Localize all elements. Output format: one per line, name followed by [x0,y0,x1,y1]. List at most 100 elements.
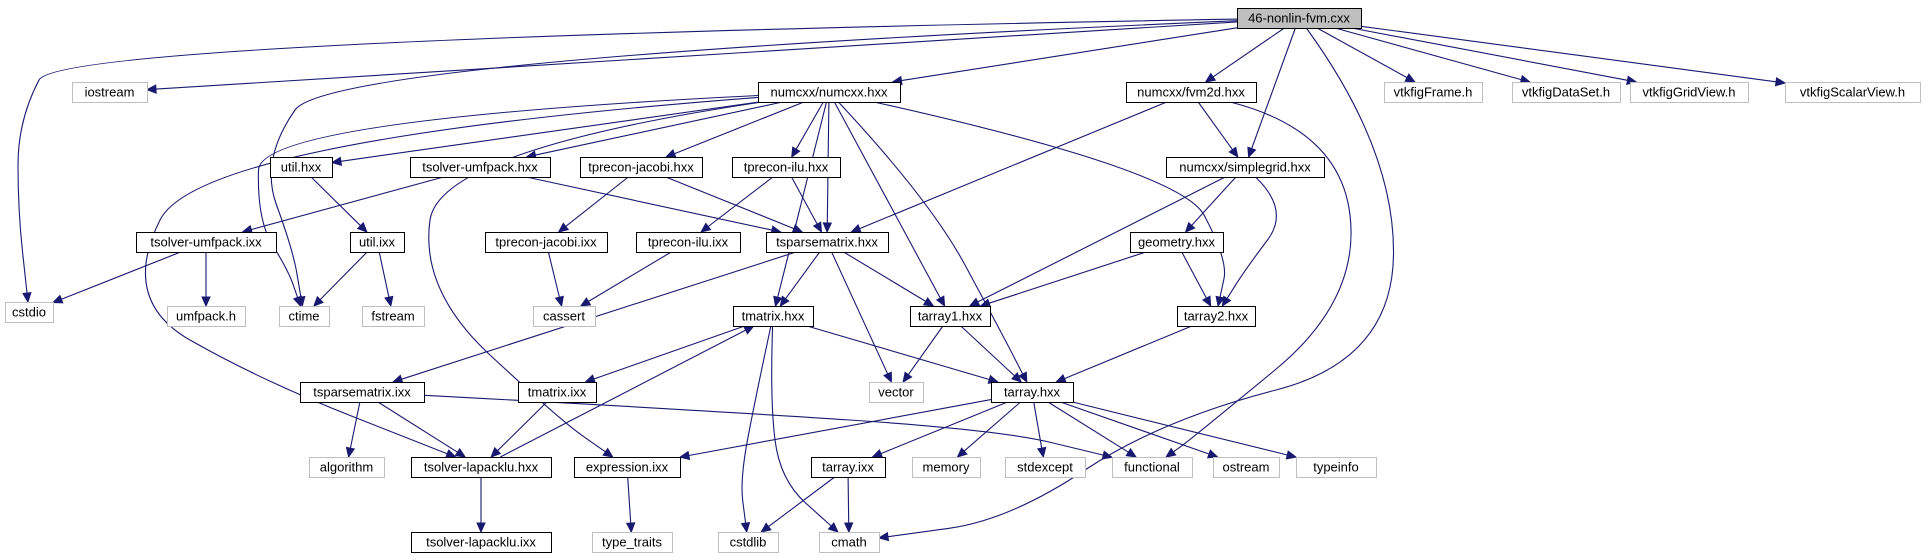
edge-line [707,176,774,227]
edge-arrowhead [935,295,946,308]
edge-line [270,20,1238,298]
edge-n9-to-n15 [310,176,368,233]
edge-line [963,401,1021,452]
edge-n3-to-n9 [330,101,759,166]
node-tarray-ixx[interactable]: tarray.ixx [811,457,886,478]
edge-n34-to-n43 [843,476,854,534]
edge-n14-to-n20 [201,252,211,308]
edge-n24-to-n28 [584,325,745,384]
node-tsolver-lapacklu-hxx[interactable]: tsolver-lapacklu.hxx [411,457,552,478]
node-box [991,382,1074,403]
node-label: type_traits [602,535,662,550]
edge-arrowhead [454,447,467,458]
edges-layer [17,18,1787,542]
edge-n3-to-n32 [144,96,759,458]
node-box [758,82,901,103]
node-box [912,457,981,478]
node-util-hxx[interactable]: util.hxx [270,157,333,178]
edge-line [428,101,762,453]
node-tprecon-jacobi-ixx[interactable]: tprecon-jacobi.ixx [485,232,608,253]
edge-arrowhead [1201,295,1212,308]
edge-line [741,325,772,524]
node-box [580,157,703,178]
node-tsolver-umfpack-hxx[interactable]: tsolver-umfpack.hxx [410,157,551,178]
edge-line [795,101,824,150]
edge-line [627,476,632,524]
node-tprecon-ilu-hxx[interactable]: tprecon-ilu.hxx [732,157,841,178]
edge-line [423,394,1104,456]
node-tprecon-jacobi-hxx[interactable]: tprecon-jacobi.hxx [580,157,703,178]
node-vector: vector [869,382,924,403]
node-label: cmath [831,535,866,550]
edge-n17-to-n23 [579,251,672,307]
edge-arrowhead [740,522,751,534]
node-tarray-hxx[interactable]: tarray.hxx [991,382,1074,403]
edge-line [497,401,548,452]
edge-n18-to-n27 [391,251,797,384]
node-tmatrix-ixx[interactable]: tmatrix.ixx [518,382,597,403]
edge-arrowhead [391,374,404,384]
edge-line [960,325,1015,377]
edge-arrowhead [1055,374,1067,383]
edge-n24-to-n42 [740,325,772,534]
node-label: iostream [85,85,135,100]
edge-arrowhead [1404,73,1416,83]
edge-arrowhead [145,84,157,94]
node-util-ixx[interactable]: util.ixx [350,232,405,253]
node-geometry-hxx[interactable]: geometry.hxx [1130,232,1224,253]
node-umfpack-h: umfpack.h [167,306,246,327]
edge-line [977,176,1226,303]
edge-arrowhead [1215,295,1225,308]
edge-line [155,21,1238,90]
node-numcxx-fvm2d-hxx[interactable]: numcxx/fvm2d.hxx [1126,82,1257,103]
edge-n11-to-n16 [557,176,629,233]
edge-line [1191,176,1237,226]
node-label: cstdio [12,305,46,320]
node-expression-ixx[interactable]: expression.ixx [574,457,681,478]
edge-n0-to-n5 [1316,27,1416,83]
edge-line [547,251,560,298]
node-box [518,382,597,403]
node-ostream: ostream [1213,457,1280,478]
edge-line [768,476,836,528]
node-label: cstdlib [730,535,767,550]
edge-arrowhead [902,371,913,384]
node-numcxx-simplegrid-hxx[interactable]: numcxx/simplegrid.hxx [1166,157,1325,178]
node-tprecon-ilu-ixx[interactable]: tprecon-ilu.ixx [636,232,741,253]
node-label: tprecon-jacobi.ixx [495,235,597,250]
node-numcxx-numcxx-hxx[interactable]: numcxx/numcxx.hxx [758,82,901,103]
node-label: tmatrix.hxx [742,309,805,324]
edge-n13-to-n25 [968,176,1226,307]
node-tsparsematrix-ixx[interactable]: tsparsematrix.ixx [300,382,425,403]
node-box [270,157,333,178]
node-box [533,306,596,327]
edge-n32-to-n40 [476,477,486,534]
edge-arrowhead [1018,371,1028,384]
edge-n12-to-n17 [700,176,774,233]
edge-line [1072,401,1288,456]
node-typeinfo: typeinfo [1296,457,1377,478]
edge-line [847,476,850,524]
node-tarray1-hxx[interactable]: tarray1.hxx [910,306,991,327]
edge-n3-to-n25 [833,101,946,308]
node-tsolver-umfpack-ixx[interactable]: tsolver-umfpack.ixx [136,232,277,253]
node-label: functional [1124,460,1180,475]
edge-line [688,399,992,457]
node-box [1512,82,1621,103]
node-tmatrix-hxx[interactable]: tmatrix.hxx [733,306,814,327]
node-label: tsparsematrix.ixx [313,385,411,400]
node-box [1005,457,1086,478]
edge-arrowhead [292,295,302,308]
node-tarray2-hxx[interactable]: tarray2.hxx [1177,306,1256,327]
node-functional: functional [1112,457,1193,478]
node-tsparsematrix-hxx[interactable]: tsparsematrix.hxx [766,232,889,253]
node-46-nonlin-fvm-cxx[interactable]: 46-nonlin-fvm.cxx [1237,8,1362,29]
node-label: tmatrix.ixx [528,385,587,400]
edge-arrowhead [22,292,32,304]
node-label: fstream [371,309,414,324]
edge-arrowhead [779,295,790,307]
edge-arrowhead [1011,371,1023,383]
node-tsolver-lapacklu-ixx[interactable]: tsolver-lapacklu.ixx [411,532,552,553]
edge-arrowhead [1184,221,1196,233]
